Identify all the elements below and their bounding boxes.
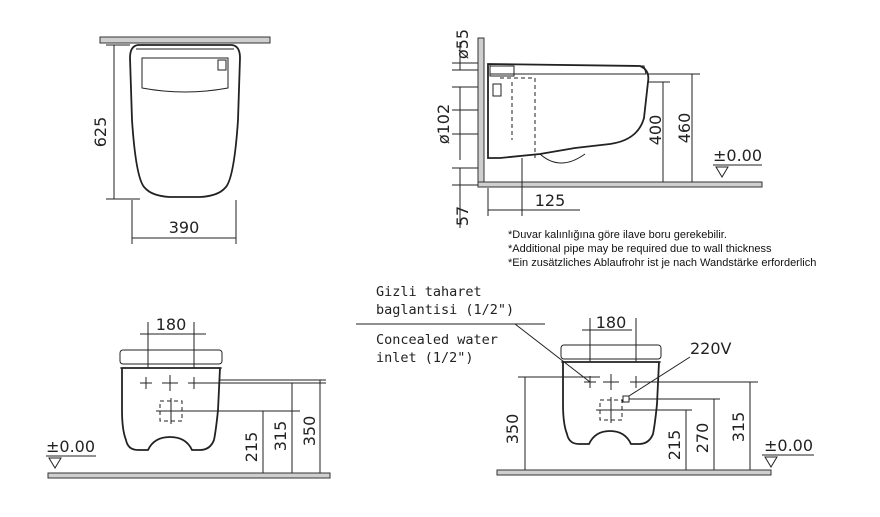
front-view-outline bbox=[129, 44, 241, 198]
rear-view-right-level-marker bbox=[764, 456, 778, 468]
front-view-seat bbox=[141, 57, 229, 93]
concealed-inlet-en-line2: inlet (1/2") bbox=[376, 350, 474, 366]
rear-view-left-seat bbox=[119, 349, 223, 365]
rear-view-right-body bbox=[562, 361, 660, 445]
rear-view-left-315-label: 315 bbox=[271, 421, 290, 452]
side-view: ø55 ø102 400 460 ±0.00 125 57 bbox=[434, 29, 763, 228]
rear-view-right-width-label: 180 bbox=[596, 313, 627, 332]
front-view-control bbox=[217, 59, 227, 71]
side-view-pipe-top-label: ø55 bbox=[453, 29, 472, 59]
note-de: *Ein zusätzliches Ablaufrohr ist je nach… bbox=[508, 257, 816, 269]
rear-view-right-seat bbox=[560, 344, 662, 360]
side-view-control-panel bbox=[489, 65, 515, 77]
side-view-height-400-label: 400 bbox=[646, 115, 665, 146]
side-view-floor-level-label: ±0.00 bbox=[713, 146, 762, 165]
rear-view-left: 180 215 315 350 ±0.00 bbox=[46, 315, 331, 479]
rear-view-right-350-label: 350 bbox=[503, 414, 522, 445]
voltage-leader bbox=[628, 356, 691, 397]
rear-view-right-215-label: 215 bbox=[665, 430, 684, 461]
rear-view-left-floor-level-label: ±0.00 bbox=[46, 437, 95, 456]
side-view-pedestal-curve bbox=[539, 153, 586, 164]
rear-view-right-floor bbox=[496, 469, 772, 476]
front-view-wall bbox=[99, 36, 271, 44]
side-view-wall bbox=[477, 37, 485, 187]
rear-view-right-floor-level-label: ±0.00 bbox=[764, 436, 813, 455]
concealed-inlet-leader bbox=[514, 323, 591, 383]
rear-view-right-315-label: 315 bbox=[729, 412, 748, 443]
front-view-height-label: 625 bbox=[91, 117, 110, 148]
side-view-pipe-mid-label: ø102 bbox=[434, 104, 453, 144]
rear-view-right-270-label: 270 bbox=[693, 423, 712, 454]
rear-view-left-connection-cross bbox=[140, 375, 200, 424]
notes: *Duvar kalınlığına göre ilave boru gerek… bbox=[508, 229, 816, 269]
rear-view-left-350-label: 350 bbox=[300, 416, 319, 447]
rear-view-right-electric-box bbox=[622, 395, 630, 403]
side-view-level-marker bbox=[715, 166, 729, 178]
rear-view-left-floor bbox=[47, 472, 331, 479]
concealed-inlet-en-line1: Concealed water bbox=[376, 332, 498, 348]
side-view-depth-label: 125 bbox=[535, 191, 566, 210]
front-view-width-label: 390 bbox=[169, 218, 200, 237]
rear-view-right-voltage-label: 220V bbox=[690, 339, 732, 358]
side-view-hidden-pipe bbox=[500, 77, 536, 158]
rear-view-right: Gizli taharet baglantisi (1/2") Conceale… bbox=[356, 284, 814, 476]
rear-view-right-connection-cross bbox=[584, 374, 642, 423]
note-tr: *Duvar kalınlığına göre ilave boru gerek… bbox=[508, 229, 727, 241]
concealed-inlet-tr-line2: baglantisi (1/2") bbox=[376, 302, 514, 318]
side-view-bottom-label: 57 bbox=[453, 206, 472, 226]
side-view-floor bbox=[477, 181, 763, 188]
rear-view-left-215-label: 215 bbox=[242, 432, 261, 463]
concealed-inlet-tr-line1: Gizli taharet bbox=[376, 284, 482, 300]
note-en: *Additional pipe may be required due to … bbox=[508, 243, 772, 255]
rear-view-left-level-marker bbox=[48, 457, 62, 469]
front-view: 625 390 bbox=[91, 36, 271, 244]
rear-view-left-body bbox=[121, 367, 221, 451]
rear-view-left-width-label: 180 bbox=[156, 315, 187, 334]
side-view-height-460-label: 460 bbox=[675, 113, 694, 144]
